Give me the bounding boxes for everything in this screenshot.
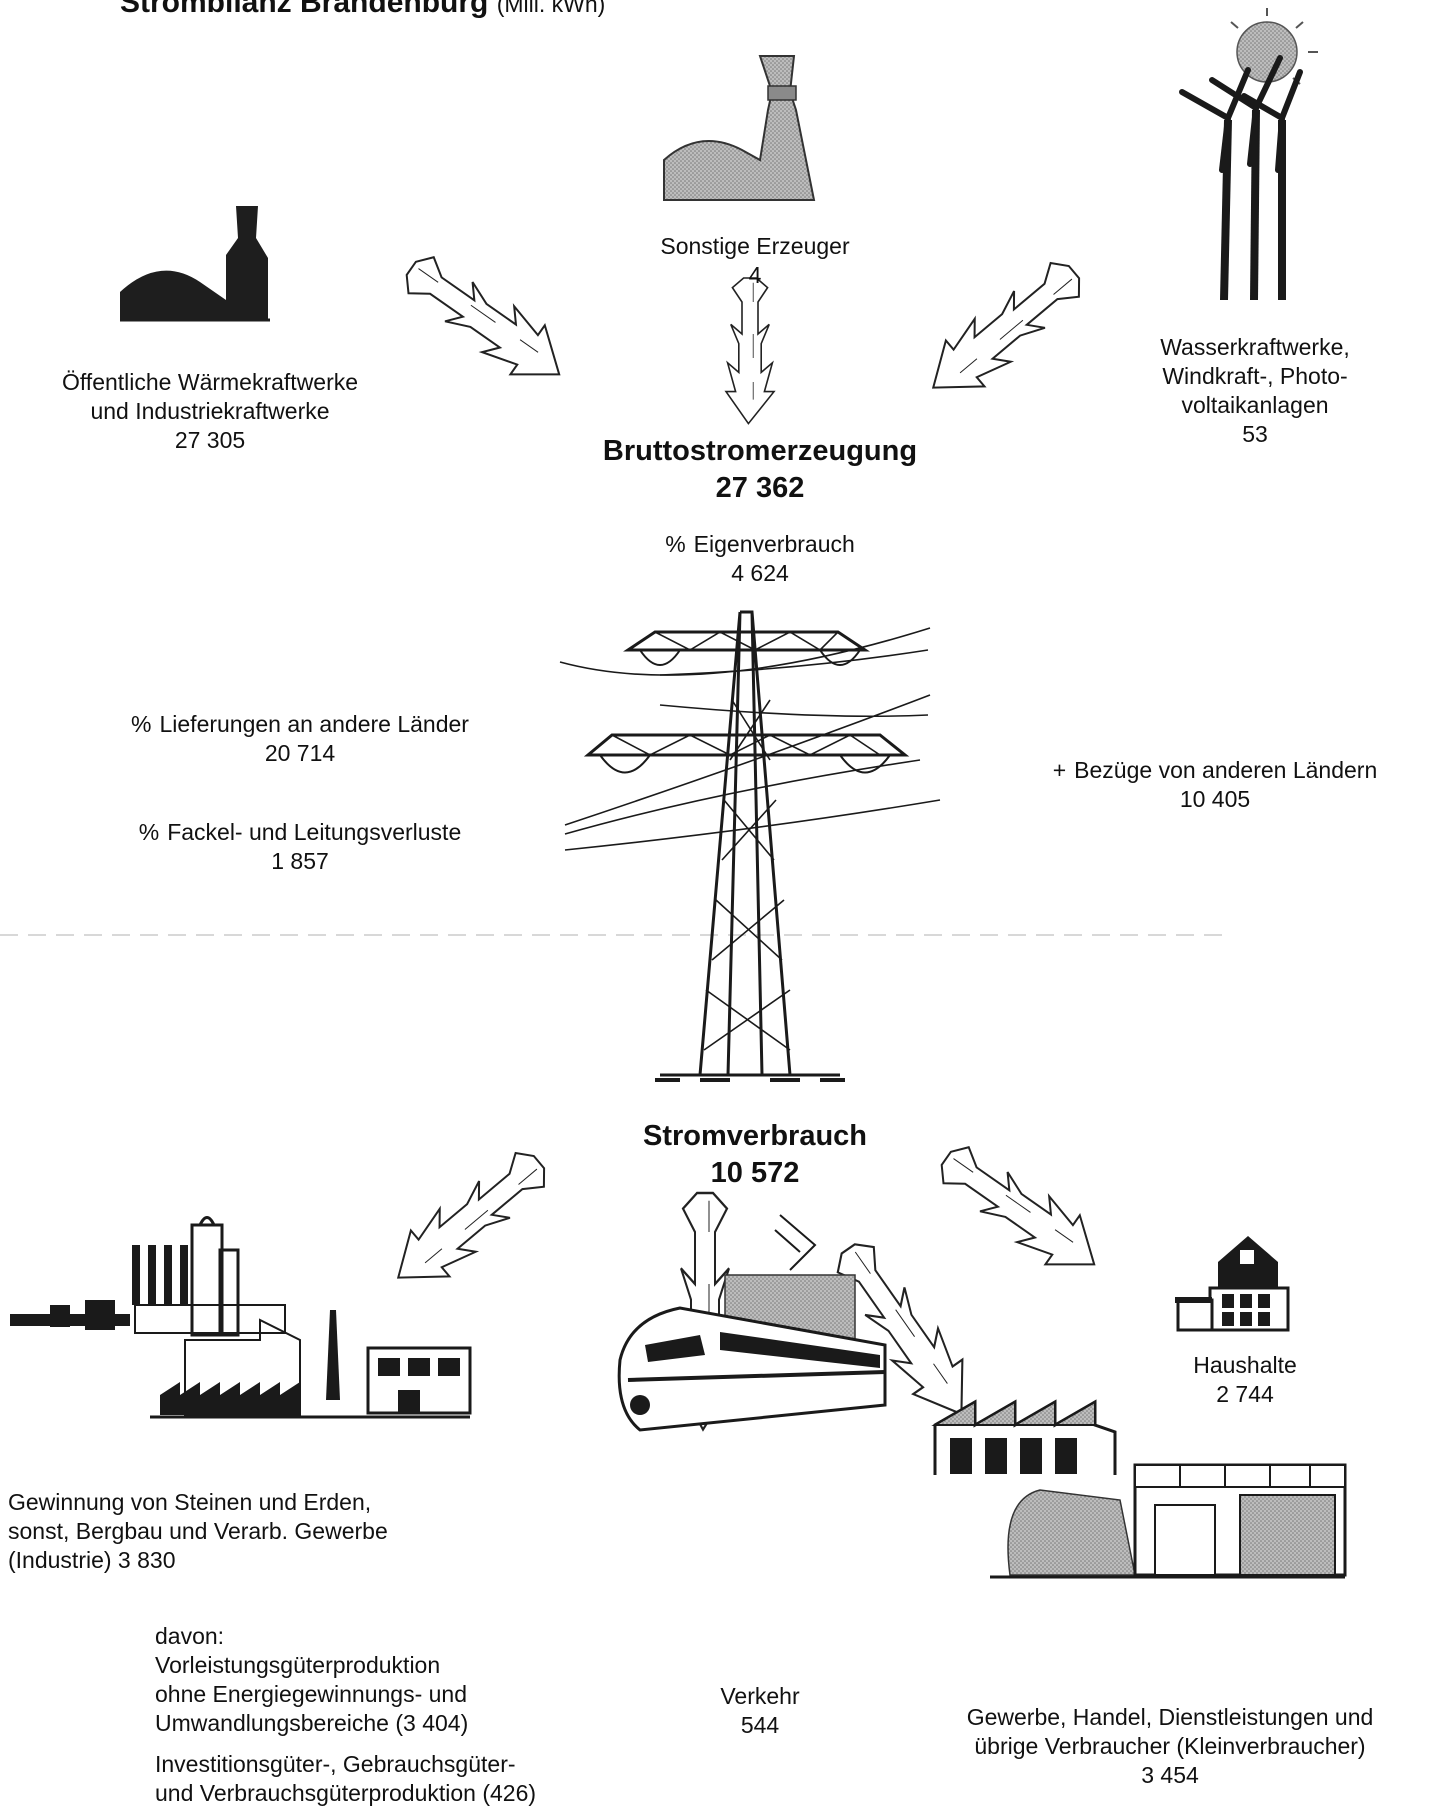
deliveries-label: Lieferungen an andere Länder [159, 711, 469, 737]
zigzag-arrow-icon [928, 1132, 1114, 1289]
zigzag-arrow-icon [393, 242, 579, 399]
industry-breakdown: davon: Vorleistungsgüterproduktion ohne … [155, 1622, 575, 1808]
households-text: Haushalte [1193, 1352, 1297, 1378]
gross-generation: Bruttostromerzeugung 27 362 [560, 433, 960, 507]
industry-sub1-line2: ohne Energiegewinnungs- und [155, 1681, 468, 1707]
title-unit: (Mill. kWh) [496, 0, 606, 17]
transport-label: Verkehr 544 [660, 1682, 860, 1740]
minus-sign: % [665, 531, 686, 557]
commercial-buildings-icon [931, 1399, 1347, 1579]
renewable-line2: Windkraft-, Photo- [1162, 363, 1348, 389]
industry-sub2-line1: Investitionsgüter-, Gebrauchsgüter- [155, 1751, 516, 1777]
households-label: Haushalte 2 744 [1140, 1351, 1350, 1409]
other-producers-value: 4 [748, 262, 762, 288]
industry-line2: sonst, Bergbau und Verarb. Gewerbe [8, 1518, 388, 1544]
losses-value: 1 857 [271, 848, 329, 874]
renewable-value: 53 [1242, 421, 1268, 447]
zigzag-arrow-icon [379, 1138, 560, 1304]
industry-sub1-line3: Umwandlungsbereiche (3 404) [155, 1710, 469, 1736]
imports-value: 10 405 [1179, 786, 1251, 812]
gross-generation-value: 27 362 [715, 472, 805, 504]
commerce-value: 3 454 [1141, 1762, 1199, 1788]
industry-sub1-line1: Vorleistungsgüterproduktion [155, 1652, 441, 1678]
own-consumption-value: 4 624 [731, 560, 789, 586]
renewable-line3: voltaikanlagen [1181, 392, 1329, 418]
zigzag-arrow-icon [725, 277, 775, 425]
page-title: Strombilanz Brandenburg (Mill. kWh) [120, 0, 605, 20]
wind-turbine-sun-icon [1179, 8, 1318, 300]
renewable-label: Wasserkraftwerke, Windkraft-, Photo- vol… [1110, 333, 1400, 449]
transport-value: 544 [740, 1712, 780, 1738]
house-icon [1175, 1236, 1290, 1332]
commerce-line2: übrige Verbraucher (Kleinverbraucher) [974, 1733, 1366, 1759]
thermal-value: 27 305 [174, 427, 246, 453]
industry-davon: davon: [155, 1623, 225, 1649]
transport-text: Verkehr [720, 1683, 800, 1709]
factory-icon [10, 1216, 472, 1419]
power-plant-icon [120, 206, 270, 322]
commerce-line1: Gewerbe, Handel, Dienstleistungen und [966, 1704, 1374, 1730]
thermal-label: Öffentliche Wärmekraftwerke und Industri… [20, 368, 400, 455]
deliveries-value: 20 714 [264, 740, 336, 766]
power-pylon-icon [559, 610, 941, 1082]
own-consumption: % Eigenverbrauch 4 624 [600, 530, 920, 588]
imports: + Bezüge von anderen Ländern 10 405 [1010, 756, 1420, 814]
minus-sign: % [131, 711, 152, 737]
consumption: Stromverbrauch 10 572 [600, 1118, 910, 1192]
thermal-label-line2: und Industriekraftwerke [90, 398, 330, 424]
losses: % Fackel- und Leitungsverluste 1 857 [100, 818, 500, 876]
industry-label: Gewinnung von Steinen und Erden, sonst, … [8, 1488, 488, 1575]
cooling-tower-icon [663, 55, 816, 201]
industry-line1: Gewinnung von Steinen und Erden, [8, 1489, 372, 1515]
commerce-label: Gewerbe, Handel, Dienstleistungen und üb… [930, 1703, 1410, 1790]
deliveries: % Lieferungen an andere Länder 20 714 [80, 710, 520, 768]
consumption-value: 10 572 [710, 1157, 800, 1189]
gross-generation-label: Bruttostromerzeugung [602, 435, 918, 467]
consumption-label: Stromverbrauch [642, 1120, 867, 1152]
households-value: 2 744 [1216, 1381, 1274, 1407]
imports-label: Bezüge von anderen Ländern [1074, 757, 1378, 783]
plus-sign: + [1052, 757, 1067, 783]
zigzag-arrow-icon [914, 248, 1095, 414]
own-consumption-label: Eigenverbrauch [693, 531, 855, 557]
other-producers-label: Sonstige Erzeuger 4 [620, 232, 890, 290]
title-main: Strombilanz Brandenburg [120, 0, 489, 19]
industry-sub2-line2: und Verbrauchsgüterproduktion (426) [155, 1780, 537, 1806]
industry-line3: (Industrie) 3 830 [8, 1547, 176, 1573]
other-producers-text: Sonstige Erzeuger [660, 233, 850, 259]
train-icon [617, 1214, 887, 1432]
renewable-line1: Wasserkraftwerke, [1160, 334, 1350, 360]
minus-sign: % [138, 819, 160, 845]
losses-label: Fackel- und Leitungsverluste [167, 819, 462, 845]
thermal-label-line1: Öffentliche Wärmekraftwerke [61, 369, 359, 395]
